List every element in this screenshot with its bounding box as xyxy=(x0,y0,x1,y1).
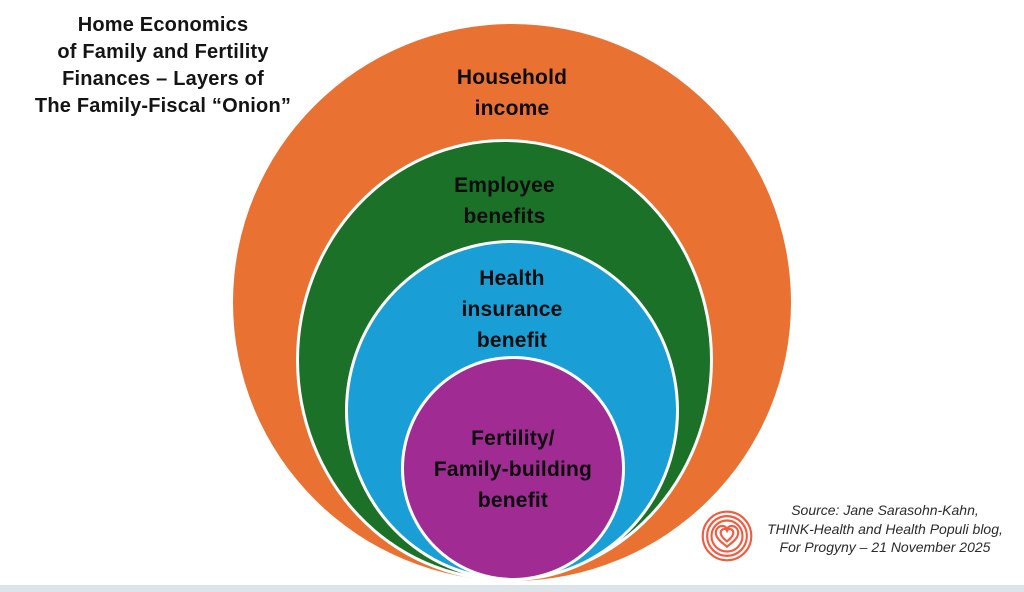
label-household-income: Household income xyxy=(233,62,791,124)
label-line: Household xyxy=(456,66,568,89)
label-line: Fertility/ xyxy=(471,427,555,450)
source-line: THINK-Health and Health Populi blog, xyxy=(767,520,1003,537)
source-line: Source: Jane Sarasohn-Kahn, xyxy=(791,502,979,518)
label-line: Family-building xyxy=(433,458,593,481)
label-employee-benefits: Employee benefits xyxy=(296,170,713,232)
label-line: benefit xyxy=(476,329,548,352)
source-attribution: Source: Jane Sarasohn-Kahn, THINK-Health… xyxy=(752,501,1018,557)
title-line: Finances – Layers of xyxy=(62,68,264,90)
label-line: Employee xyxy=(454,174,555,197)
source-line: For Progyny – 21 November 2025 xyxy=(779,539,991,555)
label-line: benefit xyxy=(477,489,549,512)
circle-fertility-benefit xyxy=(401,356,625,581)
label-line: income xyxy=(474,97,550,120)
bottom-divider-bar xyxy=(0,585,1024,592)
label-line: benefits xyxy=(463,205,546,228)
label-fertility-benefit: Fertility/ Family-building benefit xyxy=(401,423,625,516)
concentric-heart-icon xyxy=(701,510,753,562)
label-line: Health xyxy=(479,267,545,290)
title-line: of Family and Fertility xyxy=(57,41,269,63)
title-line: The Family-Fiscal “Onion” xyxy=(34,95,292,117)
title-line: Home Economics xyxy=(77,14,249,36)
label-health-insurance: Health insurance benefit xyxy=(345,263,679,356)
label-line: insurance xyxy=(461,298,563,321)
page-title: Home Economics of Family and Fertility F… xyxy=(13,12,313,120)
